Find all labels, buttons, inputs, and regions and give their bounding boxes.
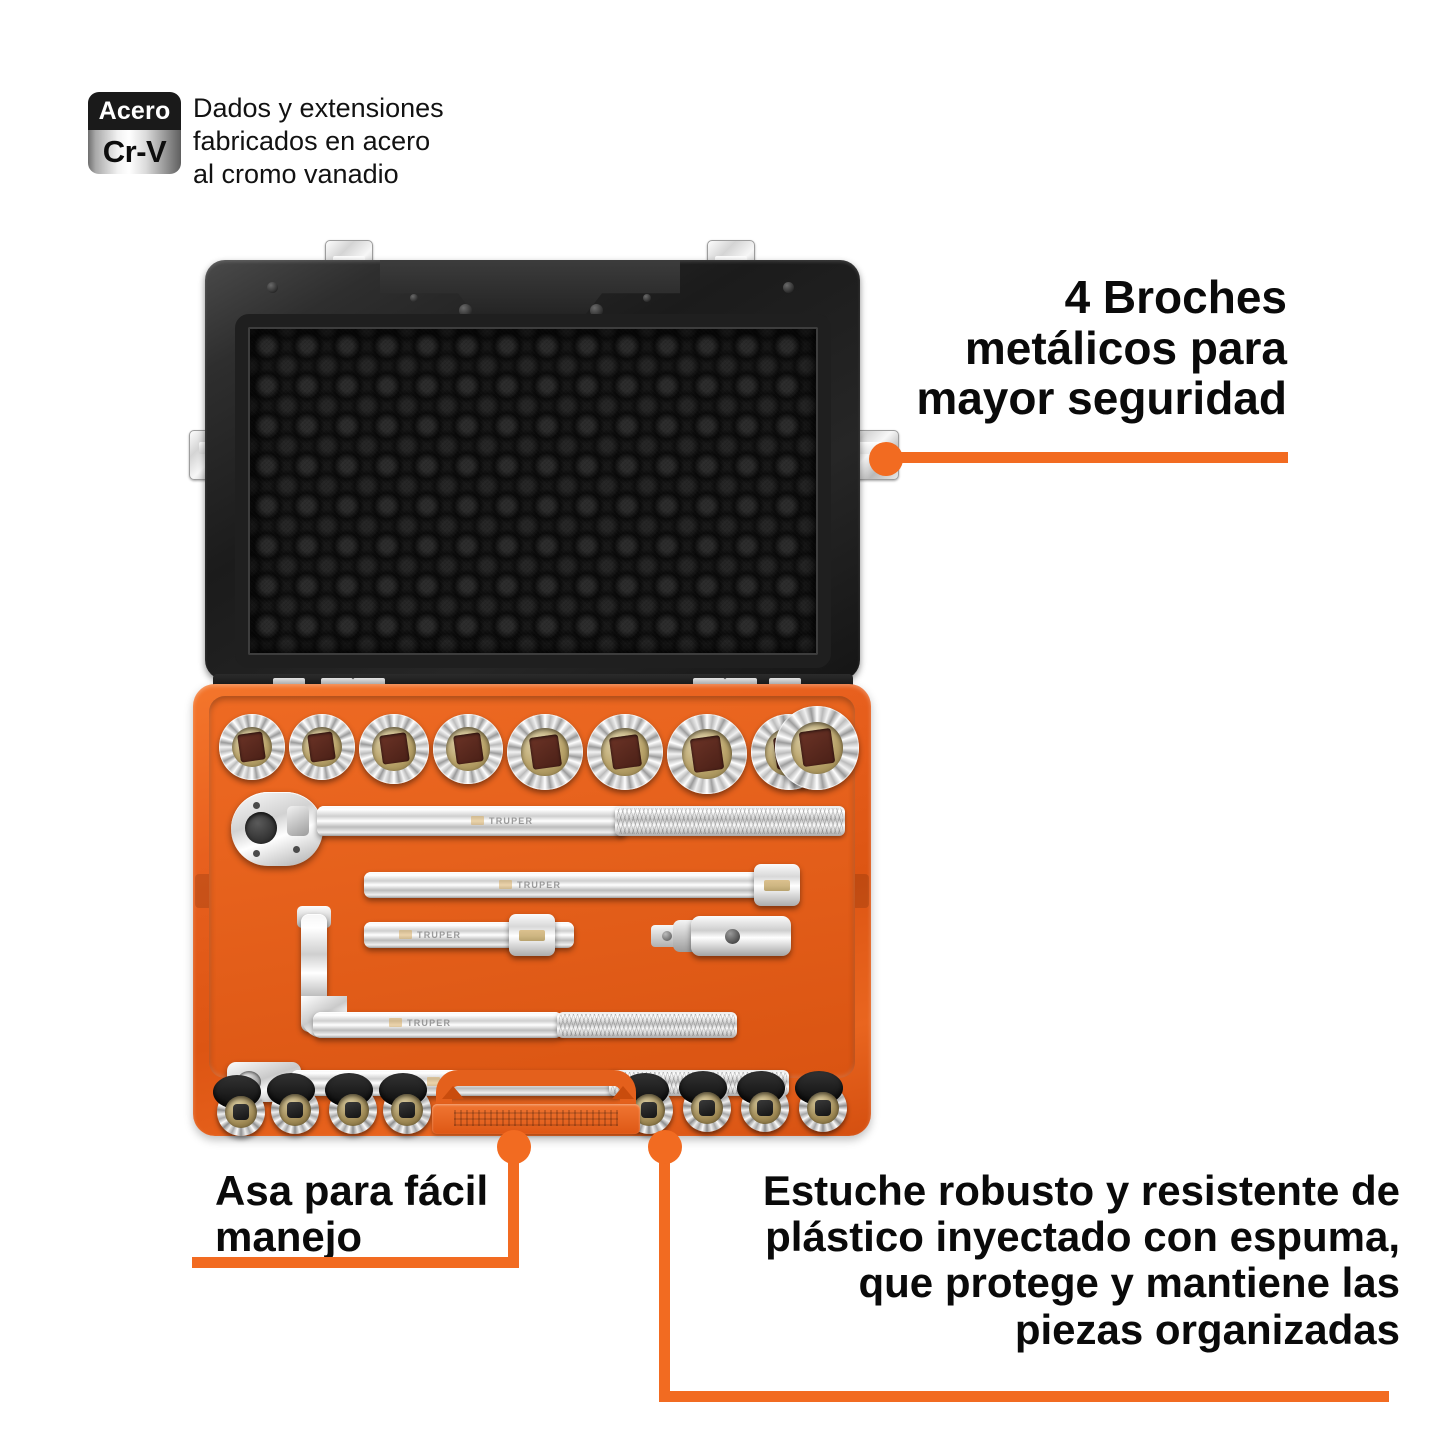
lid-notch [380,260,680,324]
hinge-pin [321,678,353,689]
lid-screw [783,282,794,293]
brand-etch-l-bar: TRUPER [389,1018,451,1028]
ratchet-screw [253,850,260,857]
socket-large [219,714,285,780]
tray-tool-organizer: TRUPER TRUPER TRUPER [209,696,859,1102]
socket-drive-square [798,728,836,768]
ratchet-head [231,792,323,866]
socket-drive-square [237,731,267,763]
universal-joint [651,914,791,958]
truper-logo-mark [427,1077,440,1086]
brand-etch-extension-long: TRUPER [499,880,561,890]
ratchet-shank [317,806,627,836]
truper-logo-mark [389,1018,402,1027]
socket-bore [225,1096,257,1128]
case-lid [205,260,860,680]
foam-egg-crate-texture [247,326,819,656]
callout-handle-leader-dot [497,1130,531,1164]
ratchet-screw [253,802,260,809]
badge-description-text: Dados y extensiones fabricados en acero … [193,93,444,189]
socket-large [587,714,663,790]
socket-large [507,714,583,790]
handle-arrow-right [612,1086,634,1099]
lid-screw [590,304,603,317]
ratchet-direction-lever [287,806,309,836]
extension-bar-long [364,872,764,898]
callout-case-text: Estuche robusto y resistente de plástico… [762,1167,1400,1353]
callout-case-leader-dot [648,1130,682,1164]
universal-joint-pin [725,929,740,944]
hinge-pin [725,678,757,689]
badge-acero-label: Acero [88,92,181,130]
handle-arrow-left [442,1086,464,1099]
socket-drive-square [528,734,562,770]
socket-large [433,714,503,784]
lid-screw [643,294,651,302]
socket-drive-square [452,732,484,766]
l-bar-horizontal-arm [313,1012,563,1038]
callout-case-leader-vertical [659,1140,670,1402]
handle-grip [432,1104,640,1134]
hinge-pin [353,678,385,689]
brand-etch-ratchet: TRUPER [471,816,533,826]
callout-latches-text: 4 Broches metálicos para mayor seguridad [916,271,1287,425]
socket-drive-square [378,732,410,766]
crv-steel-badge: Acero Cr-V [88,92,181,174]
socket-deep [325,1073,377,1134]
socket-deep [267,1073,319,1134]
extension-short-socket-end [509,914,555,956]
carrying-handle[interactable] [432,1070,640,1134]
lid-screw [459,304,472,317]
l-bar-grip [557,1012,737,1038]
extension-long-socket-end [754,864,800,906]
truper-logo-mark [471,816,484,825]
socket-deep [679,1071,731,1132]
socket-large [667,714,747,794]
hinge-pin [769,678,801,689]
socket-deep [795,1071,847,1132]
ratchet-screw [293,846,300,853]
socket-drive-square [307,731,337,763]
callout-latches-leader-dot [869,442,903,476]
hinge-pin [693,678,725,689]
truper-logo-mark [399,930,412,939]
callout-case-leader-horizontal [659,1391,1389,1402]
socket-drive-square [608,734,642,770]
socket-large [289,714,355,780]
callout-handle-leader-vertical [508,1140,519,1268]
truper-logo-mark [499,880,512,889]
socket-deep [379,1073,431,1134]
universal-joint-body [691,916,791,956]
convoluted-foam-pad [247,326,819,656]
lid-screw [267,282,278,293]
callout-handle-leader-horizontal [192,1257,519,1268]
callout-latches-leader-line [900,452,1288,463]
hinge-pin [273,678,305,689]
ratchet-grip [615,806,845,836]
ratchet-drive-hole [245,812,277,844]
socket-drive-square [689,735,725,773]
socket-bore [279,1094,311,1126]
lid-screw [410,294,418,302]
socket-large [775,706,859,790]
socket-set-case: TRUPER TRUPER TRUPER [185,222,899,1142]
socket-deep [737,1071,789,1132]
foam-grain-texture [247,326,819,656]
case-base-tray: TRUPER TRUPER TRUPER [193,684,871,1136]
socket-deep [213,1075,265,1136]
socket-large [359,714,429,784]
socket-bore [337,1094,369,1126]
socket-bore [391,1094,423,1126]
socket-bore [807,1092,839,1124]
socket-bore [691,1092,723,1124]
callout-handle-text: Asa para fácil manejo [215,1167,489,1261]
socket-bore [749,1092,781,1124]
brand-etch-extension-short: TRUPER [399,930,461,940]
badge-crv-label: Cr-V [88,130,181,174]
